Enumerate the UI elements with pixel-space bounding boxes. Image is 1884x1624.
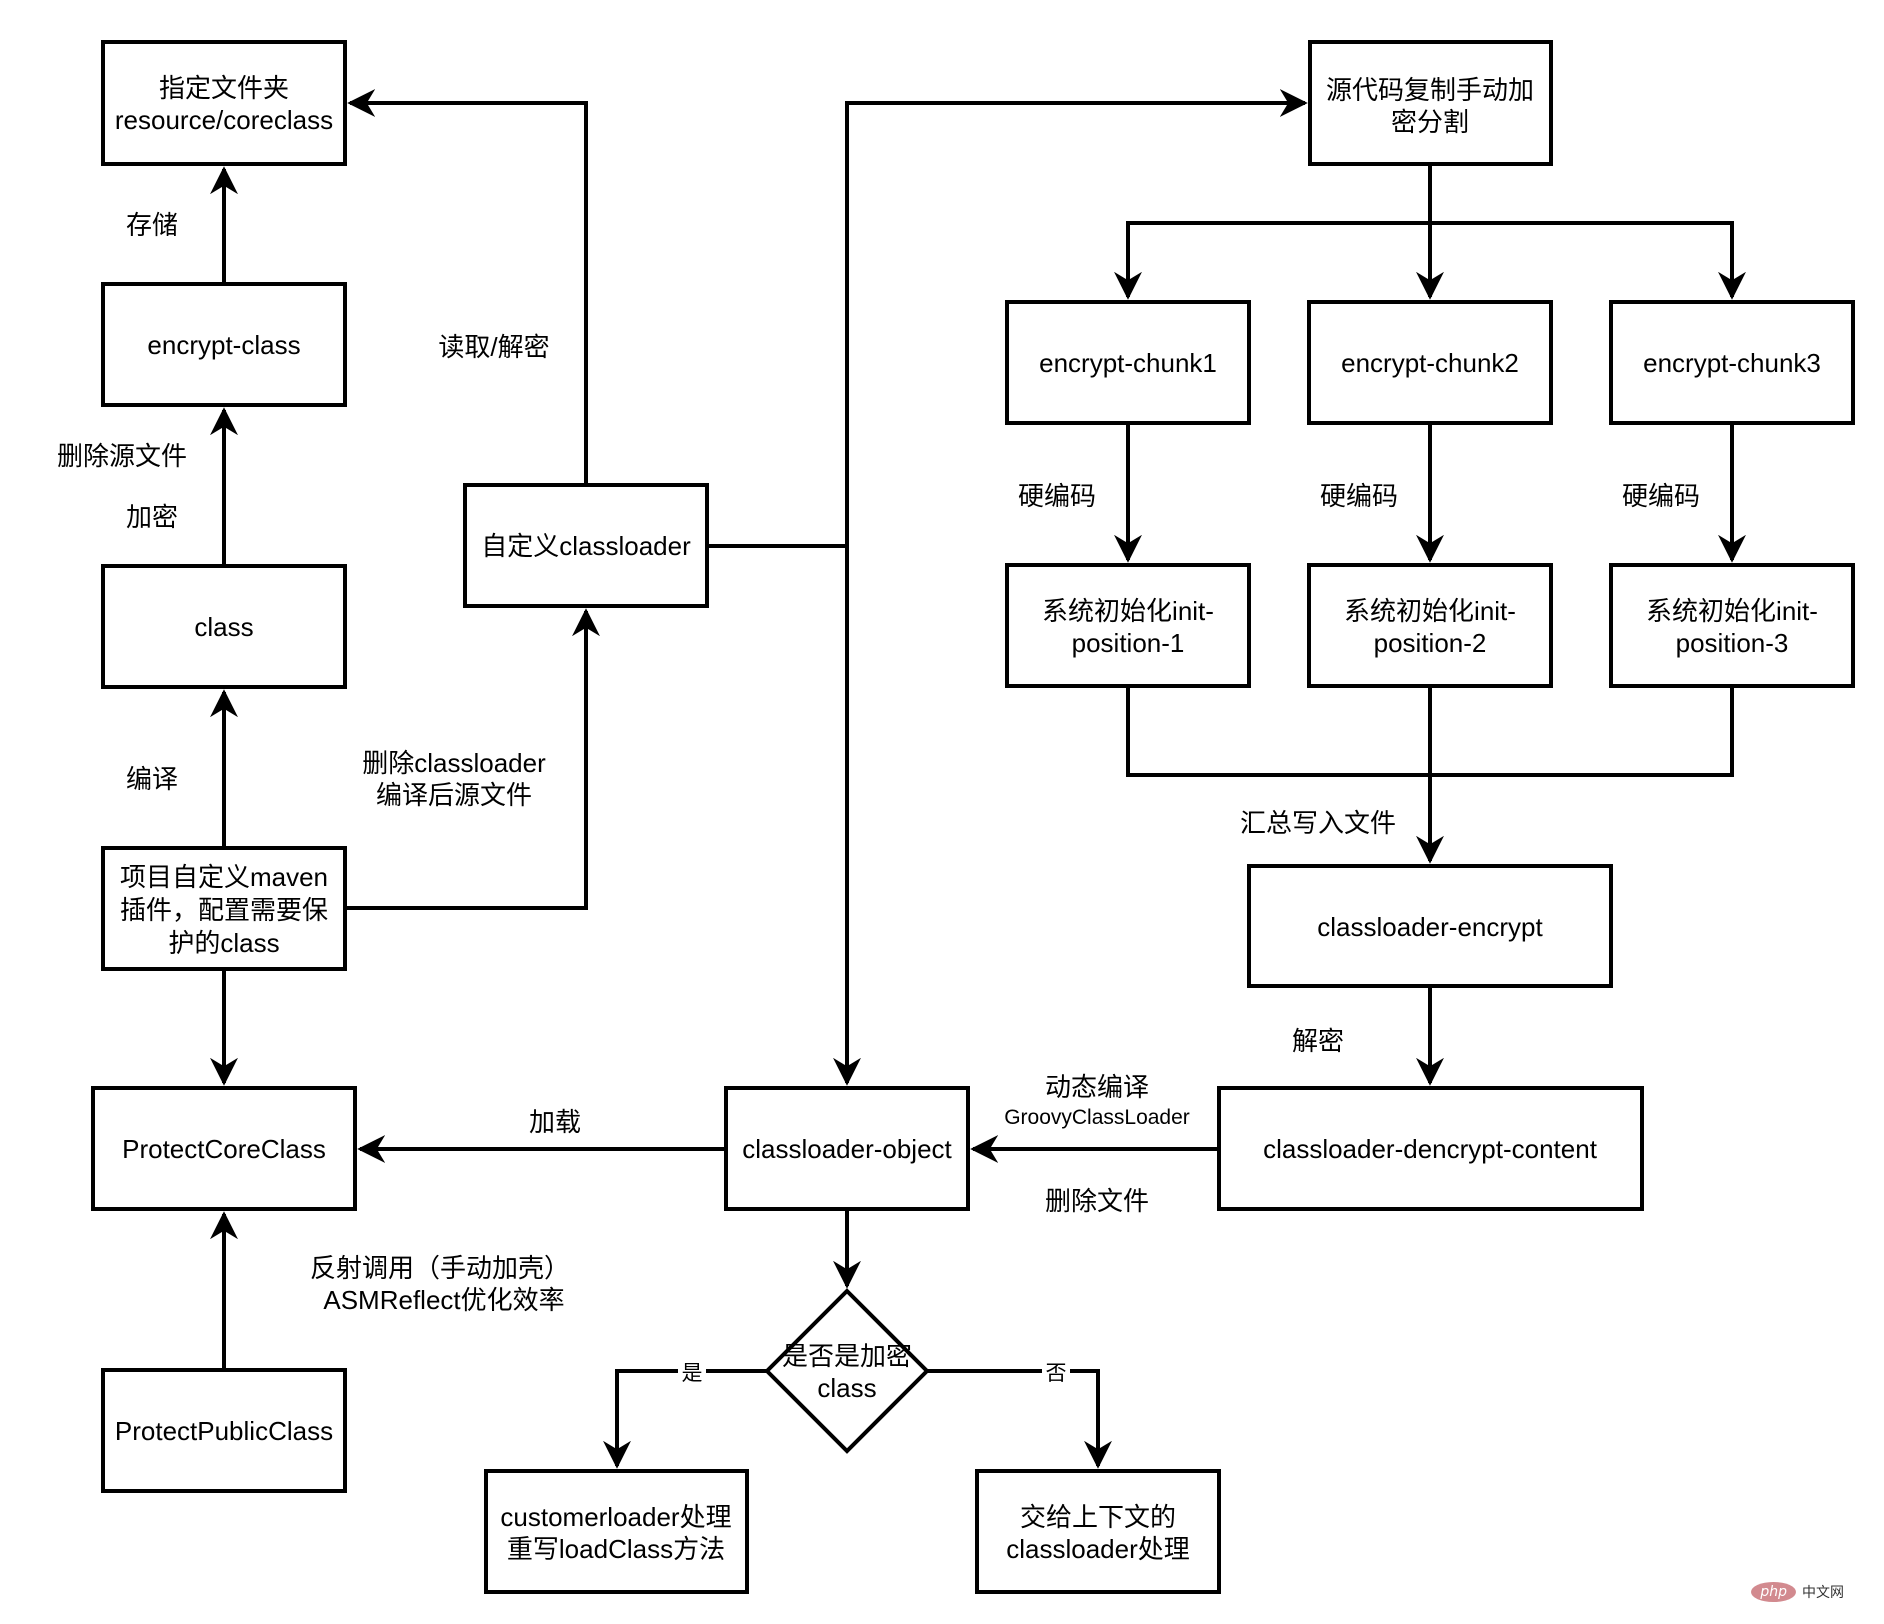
edge-custom-classloader-to-folder: [347, 89, 588, 485]
node-chunk1[interactable]: encrypt-chunk1: [1005, 300, 1251, 425]
node-no-box-line2: classloader处理: [1006, 1534, 1190, 1564]
node-init3-line2: position-3: [1676, 628, 1789, 658]
edge-hub-to-source-copy: [845, 89, 1308, 546]
watermark: php 中文网: [1751, 1582, 1844, 1602]
node-protect-public-class-label: ProtectPublicClass: [115, 1416, 333, 1446]
label-merge-write: 汇总写入文件: [1240, 808, 1396, 838]
label-store: 存储: [126, 210, 178, 240]
node-classloader-object[interactable]: classloader-object: [724, 1086, 970, 1211]
label-yes-bg: [678, 1358, 706, 1386]
label-delete-classloader-line1: 删除classloader: [362, 748, 546, 778]
node-no-box-line1: 交给上下文的: [1020, 1502, 1176, 1532]
label-delete-file: 删除文件: [1045, 1186, 1149, 1216]
node-maven-plugin-line1: 项目自定义maven: [120, 862, 328, 892]
node-protect-core-class[interactable]: ProtectCoreClass: [91, 1086, 357, 1211]
node-dencrypt-content-label: classloader-dencrypt-content: [1263, 1134, 1598, 1164]
php-logo-icon: php: [1751, 1582, 1796, 1602]
node-init1-line1: 系统初始化init-: [1042, 596, 1214, 626]
node-dencrypt-content[interactable]: classloader-dencrypt-content: [1217, 1086, 1644, 1211]
node-init2[interactable]: 系统初始化init- position-2: [1307, 563, 1553, 688]
label-yes: 是: [682, 1362, 703, 1385]
edges: [210, 89, 1746, 1469]
node-source-copy-line2: 密分割: [1391, 107, 1469, 137]
node-init1-line2: position-1: [1072, 628, 1185, 658]
node-init3[interactable]: 系统初始化init- position-3: [1609, 563, 1855, 688]
node-decision-line2: class: [817, 1373, 876, 1403]
watermark-text: 中文网: [1802, 1585, 1844, 1601]
node-init2-line2: position-2: [1374, 628, 1487, 658]
edge-labels: 存储 读取/解密 删除源文件 加密 编译 删除classloader 编译后源文…: [57, 210, 1700, 1386]
label-hardcode-1: 硬编码: [1018, 481, 1096, 511]
node-chunk1-label: encrypt-chunk1: [1039, 348, 1217, 378]
label-hardcode-3: 硬编码: [1622, 481, 1700, 511]
edge-split-to-chunk1: [1114, 221, 1430, 300]
node-decision[interactable]: 是否是加密 class: [764, 1288, 930, 1454]
label-reflect-line1: 反射调用（手动加壳）: [310, 1253, 570, 1283]
edge-decision-yes: [603, 1369, 767, 1469]
edge-decision-no: [927, 1369, 1112, 1469]
label-hardcode-2: 硬编码: [1320, 481, 1398, 511]
node-custom-classloader[interactable]: 自定义classloader: [463, 483, 709, 608]
node-folder-line1: 指定文件夹: [159, 73, 289, 103]
node-classloader-encrypt[interactable]: classloader-encrypt: [1247, 864, 1613, 988]
node-source-copy[interactable]: 源代码复制手动加 密分割: [1308, 40, 1553, 166]
label-reflect-line2: ASMReflect优化效率: [323, 1285, 564, 1315]
node-custom-classloader-label: 自定义classloader: [481, 531, 691, 561]
node-maven-plugin-line3: 护的class: [168, 928, 279, 958]
label-delete-classloader-line2: 编译后源文件: [376, 780, 532, 810]
node-classloader-encrypt-label: classloader-encrypt: [1317, 912, 1543, 942]
node-chunk3-label: encrypt-chunk3: [1643, 348, 1821, 378]
node-chunk2-label: encrypt-chunk2: [1341, 348, 1519, 378]
node-init2-line1: 系统初始化init-: [1344, 596, 1516, 626]
label-encrypt: 加密: [126, 502, 178, 532]
label-decrypt: 解密: [1292, 1026, 1344, 1056]
node-chunk2[interactable]: encrypt-chunk2: [1307, 300, 1553, 425]
node-maven-plugin-line2: 插件，配置需要保: [120, 895, 328, 925]
label-read-decrypt: 读取/解密: [438, 332, 549, 362]
node-classloader-object-label: classloader-object: [742, 1134, 952, 1164]
node-source-copy-line1: 源代码复制手动加: [1326, 75, 1534, 105]
node-maven-plugin[interactable]: 项目自定义maven 插件，配置需要保 护的class: [101, 846, 347, 971]
node-no-box[interactable]: 交给上下文的 classloader处理: [975, 1469, 1221, 1594]
node-class-label: class: [194, 612, 253, 642]
node-folder[interactable]: 指定文件夹 resource/coreclass: [101, 40, 347, 166]
label-no-bg: [1042, 1358, 1070, 1386]
node-yes-box-line2: 重写loadClass方法: [507, 1534, 725, 1564]
edge-maven-to-custom-classloader: [345, 608, 600, 910]
node-encrypt-class-label: encrypt-class: [147, 330, 300, 360]
label-compile: 编译: [126, 764, 178, 794]
node-yes-box-line1: customerloader处理: [500, 1502, 731, 1532]
node-encrypt-class[interactable]: encrypt-class: [101, 282, 347, 407]
node-folder-line2: resource/coreclass: [115, 105, 333, 135]
node-decision-line1: 是否是加密: [782, 1341, 912, 1371]
label-groovy-classloader: GroovyClassLoader: [1004, 1106, 1190, 1129]
label-no: 否: [1046, 1362, 1067, 1385]
node-init1[interactable]: 系统初始化init- position-1: [1005, 563, 1251, 688]
label-delete-source: 删除源文件: [57, 441, 187, 471]
node-chunk3[interactable]: encrypt-chunk3: [1609, 300, 1855, 425]
node-protect-public-class[interactable]: ProtectPublicClass: [101, 1368, 347, 1493]
label-dynamic-compile: 动态编译: [1045, 1072, 1149, 1102]
node-protect-core-class-label: ProtectCoreClass: [122, 1134, 326, 1164]
node-class[interactable]: class: [101, 564, 347, 689]
node-yes-box[interactable]: customerloader处理 重写loadClass方法: [484, 1469, 749, 1594]
node-init3-line1: 系统初始化init-: [1646, 596, 1818, 626]
edge-split-to-chunk3: [1430, 221, 1746, 300]
label-load: 加载: [529, 1107, 581, 1137]
